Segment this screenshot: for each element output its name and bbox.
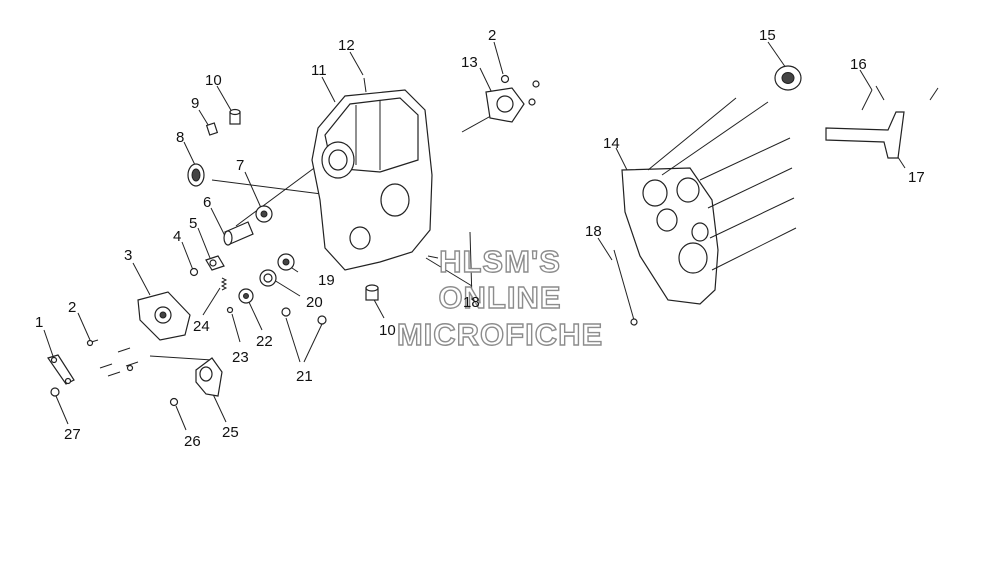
part-1-bracket-plate — [47, 354, 75, 385]
part-5-lever — [205, 255, 225, 271]
callout-25: 25 — [222, 424, 239, 441]
part-3-cover-plate — [137, 291, 191, 341]
part-27-nut — [50, 387, 60, 397]
callout-5: 5 — [189, 215, 197, 232]
callout-15: 15 — [759, 27, 776, 44]
part-6-shaft — [223, 221, 254, 246]
part-10-plug-lower — [365, 284, 379, 301]
case-bolts — [613, 85, 939, 326]
part-13-bearing-cover — [485, 74, 540, 123]
callout-26: 26 — [184, 433, 201, 450]
watermark-line-2: ONLINE — [438, 280, 561, 315]
part-9-key — [205, 122, 219, 136]
part-25-pulley — [195, 357, 223, 397]
part-12-dowel-pin — [363, 77, 367, 93]
callout-2: 2 — [488, 27, 496, 44]
part-26-washer — [169, 397, 179, 407]
callout-17: 17 — [908, 169, 925, 186]
part-11-transmission-case — [311, 89, 433, 271]
callout-22: 22 — [256, 333, 273, 350]
part-7-gear — [255, 205, 273, 223]
callout-1: 1 — [35, 314, 43, 331]
part-20-bearing — [259, 269, 277, 287]
part-22-sprocket — [238, 288, 254, 304]
callout-3: 3 — [124, 247, 132, 264]
callout-18: 18 — [463, 294, 480, 311]
callout-20: 20 — [306, 294, 323, 311]
callout-10: 10 — [205, 72, 222, 89]
callout-19: 19 — [318, 272, 335, 289]
callout-8: 8 — [176, 129, 184, 146]
part-10-plug-upper — [229, 108, 241, 125]
part-8-seal — [187, 163, 205, 187]
callout-14: 14 — [603, 135, 620, 152]
callout-2: 2 — [68, 299, 76, 316]
callout-11: 11 — [311, 62, 327, 79]
part-23-pin — [226, 306, 234, 314]
callout-27: 27 — [64, 426, 81, 443]
callout-9: 9 — [191, 95, 199, 112]
callout-21: 21 — [296, 368, 313, 385]
callout-7: 7 — [236, 157, 244, 174]
callout-6: 6 — [203, 194, 211, 211]
callout-24: 24 — [193, 318, 210, 335]
callout-18: 18 — [585, 223, 602, 240]
callout-23: 23 — [232, 349, 249, 366]
callout-4: 4 — [173, 228, 181, 245]
part-17-mounting-bracket — [825, 111, 905, 159]
callout-labels: 1 2 2 3 4 5 6 7 8 9 10 10 11 12 13 14 15… — [35, 27, 925, 450]
callout-16: 16 — [850, 56, 867, 73]
watermark: HLSM'S ONLINE MICROFICHE — [396, 243, 603, 352]
part-14-side-cover — [621, 167, 719, 305]
callout-13: 13 — [461, 54, 478, 71]
watermark-line-3: MICROFICHE — [397, 317, 603, 352]
part-18-dowel-left — [427, 255, 439, 259]
watermark-line-1: HLSM'S — [439, 244, 561, 279]
callout-10: 10 — [379, 322, 396, 339]
part-19-gear — [277, 253, 295, 271]
leader-lines — [43, 41, 906, 431]
part-24-spring — [220, 277, 228, 291]
part-16-bolt — [861, 89, 873, 111]
part-15-seal — [774, 65, 802, 91]
cover-screws — [86, 339, 139, 377]
part-4-washer — [189, 267, 199, 277]
part-21-nuts — [281, 307, 327, 325]
callout-12: 12 — [338, 37, 355, 54]
